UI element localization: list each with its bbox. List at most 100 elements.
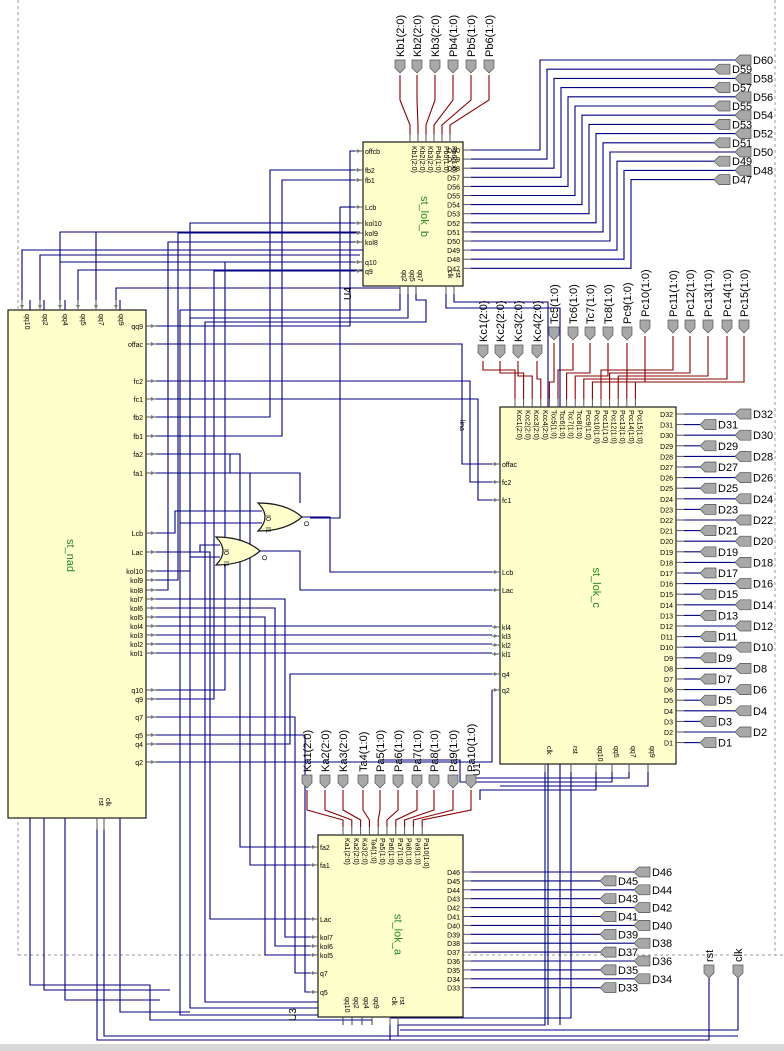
output-port bbox=[713, 119, 731, 130]
pin-label: offac bbox=[502, 462, 518, 469]
port-label: Ta4(1:0) bbox=[358, 732, 370, 772]
pin-label: D51 bbox=[447, 230, 460, 237]
pin-label: Ka3(2:0) bbox=[361, 838, 368, 865]
pin-label: D22 bbox=[660, 518, 673, 525]
wire bbox=[471, 68, 714, 160]
pin-label: Pa6(1:0) bbox=[387, 838, 394, 865]
pin-label: offac bbox=[128, 342, 144, 349]
pin-arrow bbox=[312, 990, 316, 994]
input-port bbox=[411, 774, 423, 789]
output-port bbox=[734, 599, 752, 611]
pin-label: Kb2(2:0) bbox=[418, 146, 425, 173]
output-port bbox=[699, 694, 717, 706]
pin-label: kol2 bbox=[130, 642, 143, 649]
pin-label: D59 bbox=[447, 157, 460, 164]
pin-label: Pa10(1:0) bbox=[422, 838, 429, 869]
output-port bbox=[713, 63, 731, 75]
pin-label: qq7 bbox=[416, 270, 423, 282]
pin-label: qq5 bbox=[79, 314, 86, 326]
pin-arrow bbox=[494, 625, 498, 629]
port-label: Pb4(1:0) bbox=[448, 15, 460, 57]
wire bbox=[156, 690, 493, 763]
pin-label: D26 bbox=[660, 476, 673, 483]
output-port bbox=[599, 982, 617, 994]
port-label: D19 bbox=[718, 547, 738, 559]
output-port bbox=[633, 937, 651, 949]
pin-arrow bbox=[151, 615, 155, 619]
port-label: D34 bbox=[652, 974, 672, 986]
pin-label: qq9 bbox=[648, 746, 655, 758]
wire bbox=[386, 790, 399, 827]
block-title: st_nad bbox=[64, 539, 76, 572]
pin-label: Kcc2(2:0) bbox=[524, 410, 531, 440]
pin-label: kol7 bbox=[130, 597, 143, 604]
port-label: D28 bbox=[753, 451, 773, 463]
port-label: D44 bbox=[652, 885, 672, 897]
gate-pin-label: I0 bbox=[264, 515, 271, 521]
pin-label: D49 bbox=[447, 248, 460, 255]
input-port bbox=[374, 774, 386, 789]
port-label: D22 bbox=[753, 515, 773, 527]
port-label: Kb1(2:0) bbox=[395, 15, 407, 57]
input-port bbox=[483, 59, 495, 74]
wire bbox=[260, 550, 492, 591]
pin-label: D10 bbox=[660, 645, 673, 652]
pin-label: D34 bbox=[447, 977, 460, 984]
wire bbox=[536, 361, 542, 399]
wire bbox=[77, 269, 360, 300]
wire bbox=[60, 261, 409, 294]
pin-label: D24 bbox=[660, 497, 673, 504]
pin-label: D17 bbox=[660, 571, 673, 578]
port-label: clk bbox=[733, 948, 745, 962]
port-label: D6 bbox=[753, 685, 767, 697]
wire bbox=[471, 133, 735, 224]
input-port bbox=[319, 774, 331, 789]
output-port bbox=[734, 535, 752, 547]
wire bbox=[380, 759, 613, 783]
gate-pin-label: I1 bbox=[222, 561, 229, 567]
pin-label: D45 bbox=[447, 879, 460, 886]
input-port bbox=[721, 319, 733, 334]
pin-arrow bbox=[151, 434, 155, 438]
pin-label: D14 bbox=[660, 603, 673, 610]
pin-label: D9 bbox=[664, 656, 673, 663]
pin-arrow bbox=[357, 221, 361, 225]
port-label: rst bbox=[704, 950, 716, 962]
pin-label: fb2 bbox=[133, 415, 143, 422]
net-label: lina bbox=[458, 420, 465, 431]
instance-label: U1 bbox=[472, 763, 483, 776]
port-label: Pa8(1:0) bbox=[429, 730, 441, 772]
wire bbox=[306, 790, 344, 827]
wire bbox=[156, 343, 492, 465]
output-port bbox=[734, 493, 752, 505]
pin-label: Kcc4(2:0) bbox=[541, 410, 548, 440]
port-label: Ka1(2:0) bbox=[302, 730, 314, 772]
port-label: D52 bbox=[753, 129, 773, 141]
wire bbox=[116, 287, 401, 294]
port-label: Pa10(1:0) bbox=[466, 724, 478, 772]
port-label: D45 bbox=[618, 876, 638, 888]
pin-label: kol10 bbox=[365, 221, 382, 228]
port-label: D35 bbox=[618, 965, 638, 977]
pin-label: Pb6(1:0) bbox=[450, 146, 457, 173]
pin-arrow bbox=[312, 944, 316, 948]
input-port bbox=[702, 319, 714, 334]
wire bbox=[156, 598, 310, 938]
wire bbox=[574, 343, 609, 399]
pin-label: fa1 bbox=[133, 471, 143, 478]
pin-label: Tcc5(1:0) bbox=[549, 410, 556, 439]
pin-label: D39 bbox=[447, 932, 460, 939]
output-port bbox=[734, 91, 752, 103]
pin-arrow bbox=[494, 634, 498, 638]
pin-label: Pcc13(1:0) bbox=[618, 410, 625, 444]
wire bbox=[499, 361, 525, 399]
pin-label: D19 bbox=[660, 550, 673, 557]
port-label: D3 bbox=[718, 716, 732, 728]
input-port bbox=[428, 774, 440, 789]
pin-label: D55 bbox=[447, 194, 460, 201]
port-label: D50 bbox=[753, 147, 773, 159]
pin-label: Lcb bbox=[502, 570, 513, 577]
pin-label: D7 bbox=[664, 677, 673, 684]
input-port bbox=[531, 344, 543, 359]
